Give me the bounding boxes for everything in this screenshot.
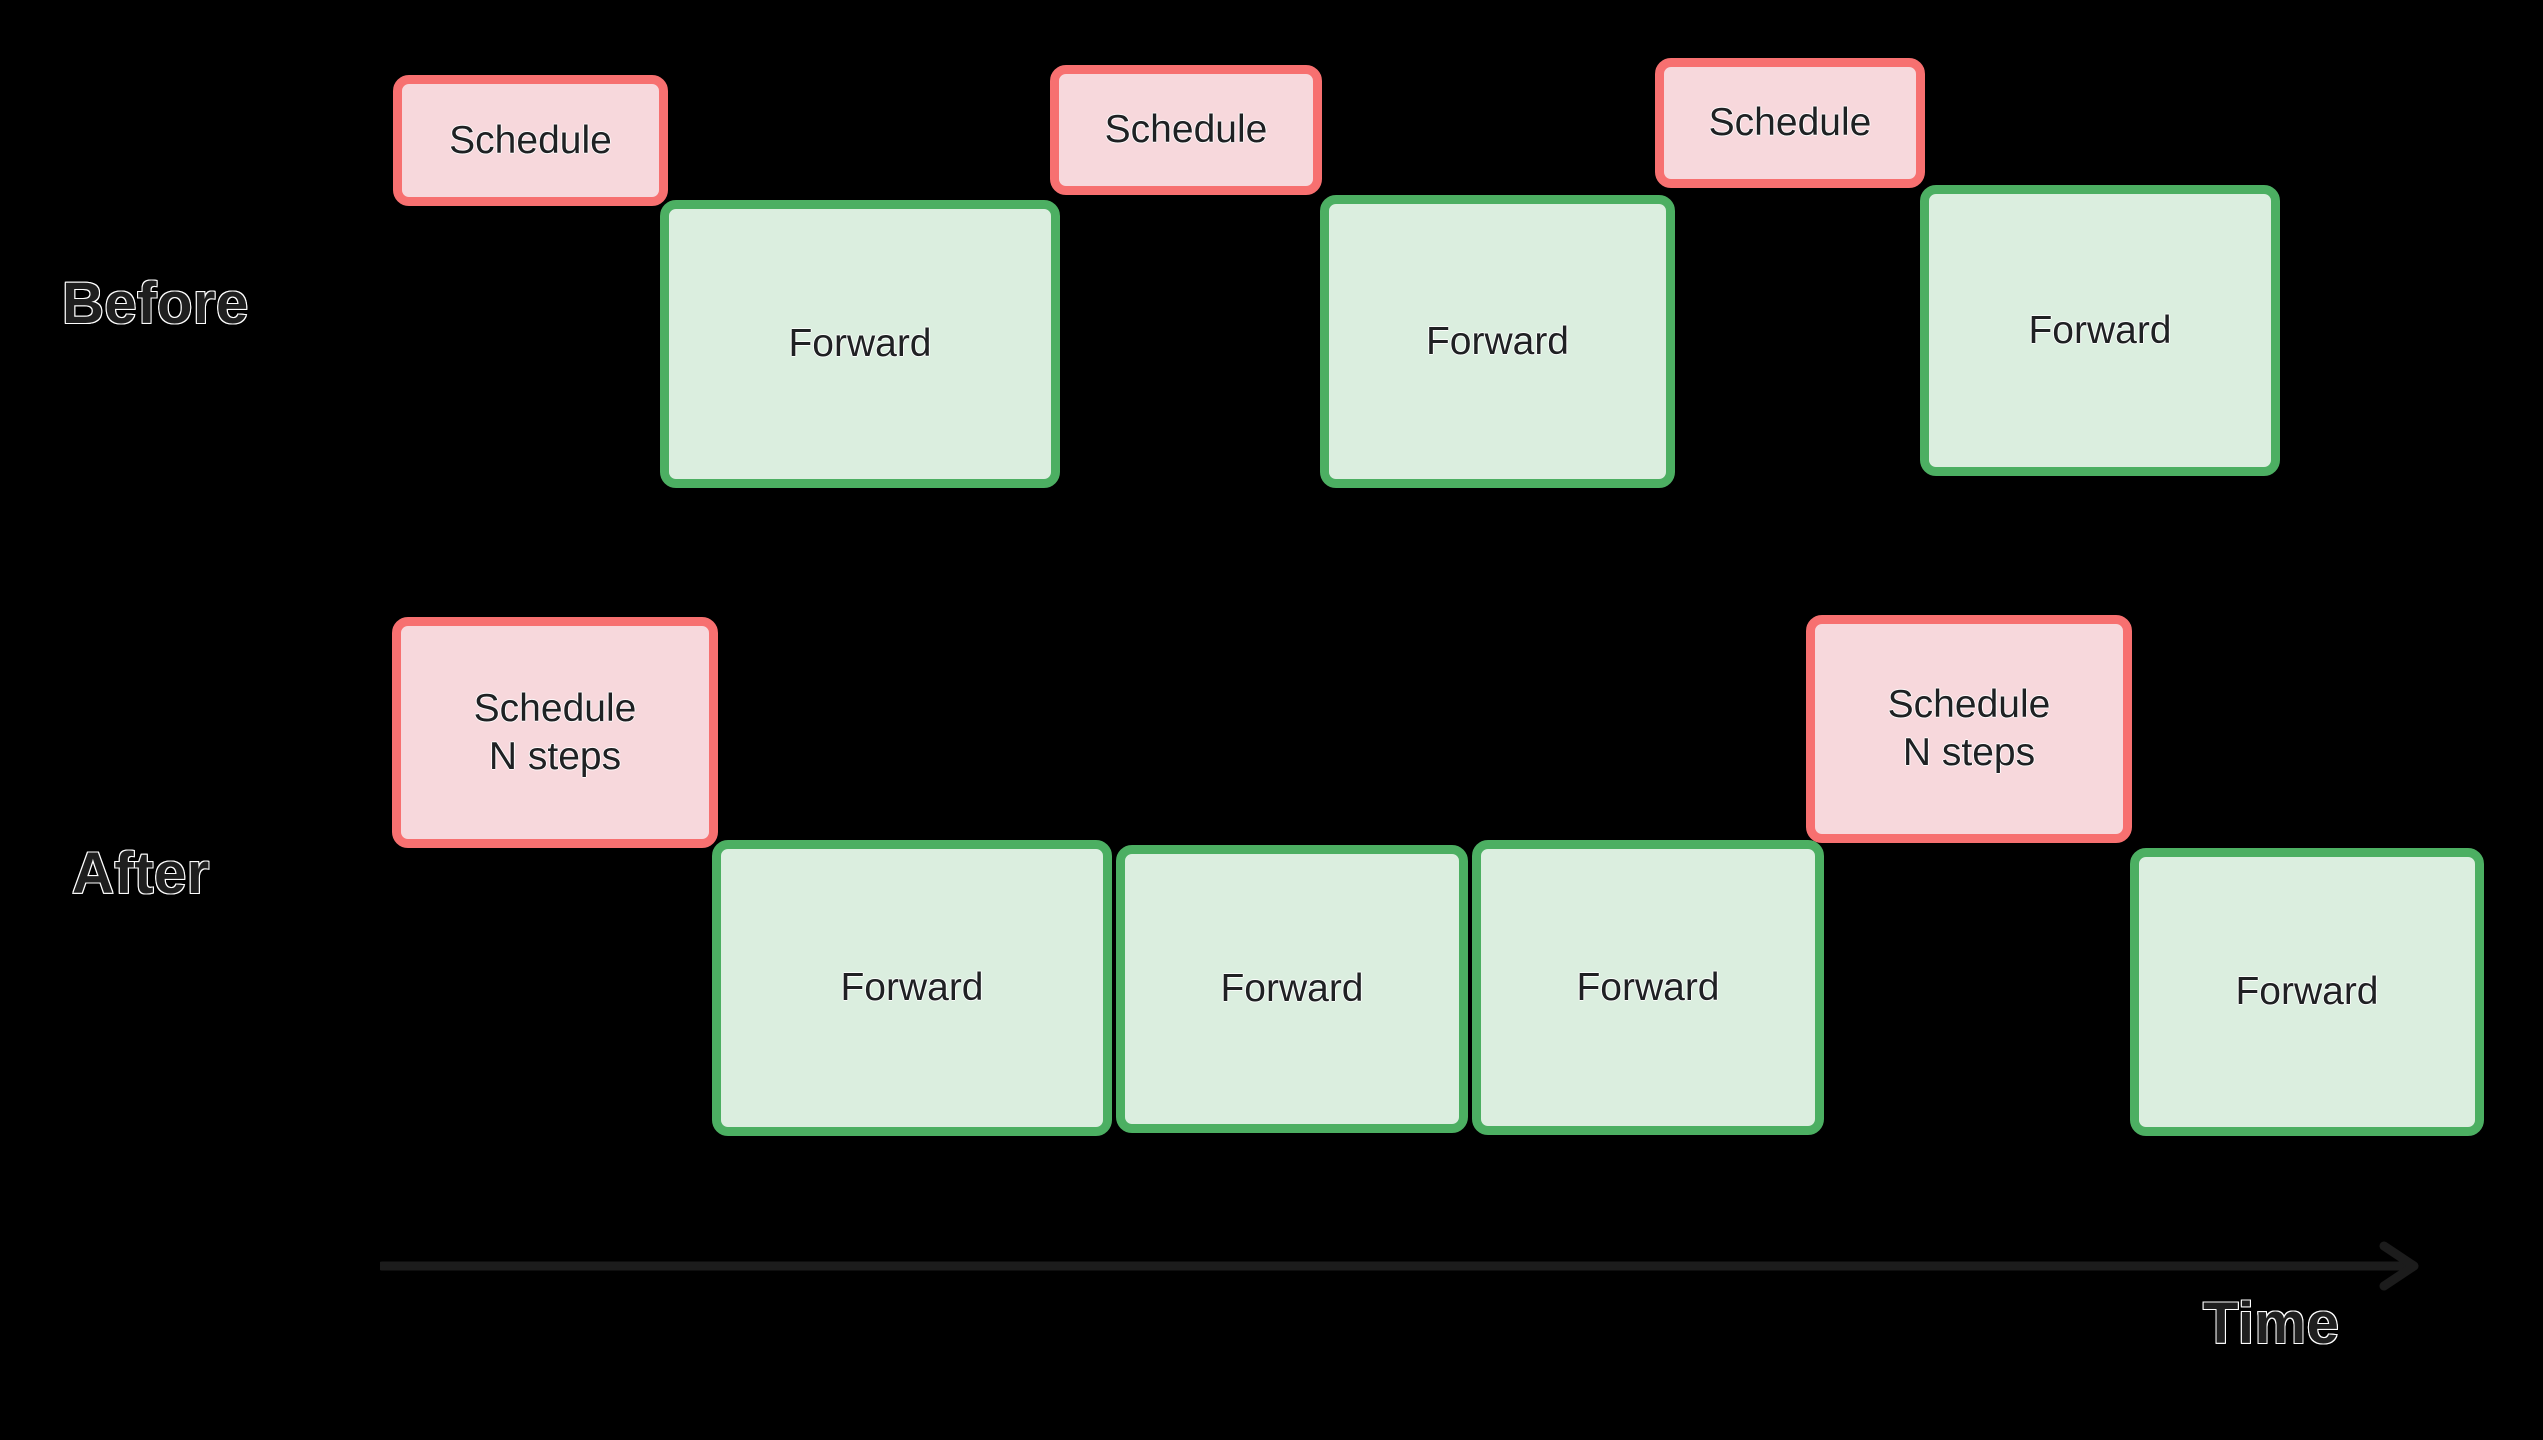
row-label-after: After	[71, 840, 210, 907]
after-forward-node-2: Forward	[1116, 845, 1468, 1133]
node-label-line1: Schedule	[473, 686, 637, 730]
node-label-line2: N steps	[488, 734, 622, 778]
after-schedule-n-steps-node-2: Schedule N steps	[1806, 615, 2132, 843]
node-label: Forward	[2028, 308, 2172, 352]
node-label: Forward	[840, 966, 984, 1010]
arrow-right-icon	[380, 1241, 2419, 1291]
after-forward-node-1: Forward	[712, 840, 1112, 1136]
node-label-block: Schedule N steps	[474, 685, 637, 780]
node-label: Forward	[788, 322, 932, 366]
before-schedule-node-2: Schedule	[1050, 65, 1322, 195]
before-forward-node-1: Forward	[660, 200, 1060, 488]
node-label: Schedule	[1104, 108, 1268, 152]
node-label-line1: Schedule	[1887, 683, 2051, 727]
node-label: Schedule	[1708, 101, 1872, 145]
row-label-before: Before	[61, 270, 249, 337]
node-label: Forward	[1425, 319, 1570, 363]
before-schedule-node-1: Schedule	[393, 75, 668, 206]
node-label: Forward	[1576, 965, 1720, 1009]
node-label: Forward	[1220, 967, 1364, 1011]
node-label: Forward	[2235, 970, 2379, 1014]
after-schedule-n-steps-node-1: Schedule N steps	[392, 617, 718, 848]
node-label-line2: N steps	[1902, 731, 2036, 774]
node-label-block: Schedule N steps	[1888, 681, 2051, 776]
time-axis	[380, 1240, 2430, 1292]
after-forward-node-4: Forward	[2130, 848, 2484, 1136]
before-forward-node-2: Forward	[1320, 195, 1675, 488]
node-label: Schedule	[449, 118, 612, 162]
after-forward-node-3: Forward	[1472, 840, 1824, 1135]
time-axis-label: Time	[2202, 1290, 2340, 1357]
before-schedule-node-3: Schedule	[1655, 58, 1925, 188]
before-forward-node-3: Forward	[1920, 185, 2280, 476]
